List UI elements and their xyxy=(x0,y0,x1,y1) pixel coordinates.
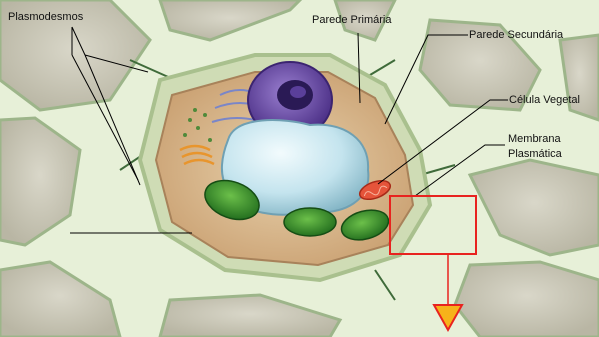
label-parede-secundaria: Parede Secundária xyxy=(469,29,563,42)
label-membrana-line1: Membrana xyxy=(508,133,561,146)
label-membrana-line2: Plasmática xyxy=(508,148,562,161)
label-celula-vegetal: Célula Vegetal xyxy=(509,94,580,107)
label-plasmodesmos: Plasmodesmos xyxy=(8,11,83,24)
label-parede-primaria: Parede Primária xyxy=(312,14,391,27)
